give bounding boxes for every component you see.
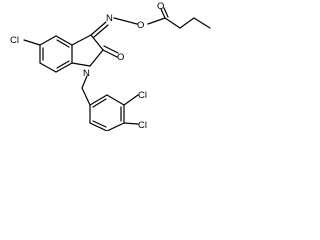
ester-carbonyl-oxygen-label: O [157,1,164,12]
chlorine-3-label: Cl [138,90,147,101]
chlorine-4-label: Cl [138,120,147,131]
lactam-carbonyl-bond [102,49,118,58]
oxime-double-bond [90,21,107,36]
chlorine-label: Cl [10,35,19,46]
lactam-ring [71,34,104,67]
ester-oxygen-label: O [137,20,144,31]
n-ch2-bond [81,75,88,89]
ring-nitrogen-label: N [83,68,90,79]
indoline-benzene-ring [39,35,73,73]
oxime-nitrogen-label: N [106,13,113,24]
ester-carbonyl-bond [160,8,166,19]
pentanoyl-chain [164,17,211,29]
n-o-bond [113,17,138,25]
lactam-carbonyl-oxygen-label: O [117,52,124,63]
c-cl-bond [23,39,41,46]
ch2-aryl-bond [81,87,91,106]
dichlorophenyl-ring [89,94,125,131]
c4-cl-bond [123,122,139,125]
o-c-ester-bond [147,17,166,25]
chemical-structure: Cl N O O O N Cl Cl [10,1,211,131]
c3-cl-bond [123,94,139,106]
